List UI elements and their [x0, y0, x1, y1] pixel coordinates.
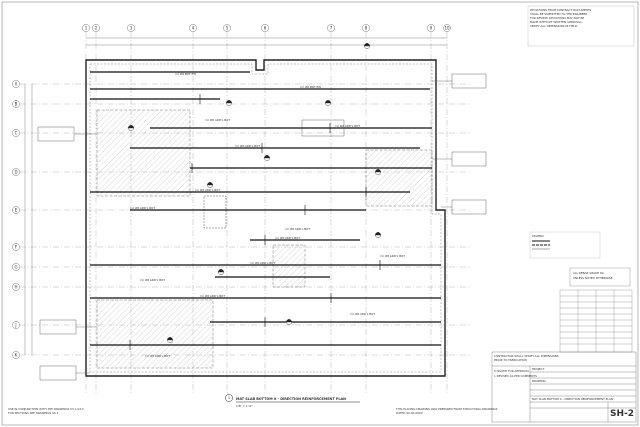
- grid-bubbles-left: [12, 80, 20, 359]
- grid-label-7: 7: [330, 26, 333, 31]
- revision-2: 1 REVISED AS PER COMMENTS: [494, 374, 537, 378]
- note-bottom-mid-2: DATED 00-00-0000: [396, 411, 423, 415]
- grid-label-f: F: [15, 245, 18, 250]
- note-bottom-left-1: USE IN CONJUNCTION WITH THE DRAWINGS S3.…: [8, 407, 84, 411]
- general-note-1: DEVIATIONS FROM CONTRACT DOCUMENTS: [530, 8, 591, 12]
- callout-05: (1) #8 ADD'L BOT: [235, 144, 260, 148]
- grid-label-4: 4: [192, 26, 195, 31]
- callout-13: (1) #8 ADD'L BOT: [380, 254, 405, 258]
- legend-block: LEGEND:: [529, 231, 601, 259]
- titleblock-note-1: CONTRACTOR SHALL VERIFY ALL DIMENSIONS: [494, 354, 559, 358]
- plan-title-bubble: [225, 394, 233, 402]
- callout-03: (1) #8 ADD'L BOT: [205, 118, 230, 122]
- grid-label-j: J: [14, 323, 16, 328]
- grid-label-9: 9: [430, 26, 433, 31]
- grid-labels-left: A B C D E F G H J K: [14, 82, 17, 358]
- pit-zone: [272, 244, 306, 288]
- titleblock-note-2: PRIOR TO FABRICATION: [494, 358, 527, 362]
- mat-slab-outline: [85, 59, 446, 377]
- plan-title: MAT SLAB BOTTOM X - DIRECTION REINFORCEM…: [236, 397, 346, 401]
- plan-scale: 1/8" = 1'-0": [236, 404, 253, 408]
- general-note-4: MADE WITHOUT WRITTEN APPROVAL.: [530, 20, 583, 24]
- reinforcement-bars: [90, 71, 441, 346]
- note-bottom-mid-1: THIS PLACING DRAWING WAS PREPARED FROM S…: [395, 407, 498, 411]
- thickened-slab-zone-2: [96, 299, 214, 369]
- note-bottom-left-2: FOR SECTIONS SEE DRAWINGS S5.1: [8, 411, 59, 415]
- grid-label-a: A: [15, 82, 18, 87]
- thickened-slab-zone-3: [365, 149, 433, 207]
- opening-1: [203, 195, 227, 229]
- callout-01: (1) #8 BOT EW: [175, 72, 196, 76]
- callout-15: (1) #8 ADD'L BOT: [145, 354, 170, 358]
- general-note-3: FOR REVIEW. DEVIATIONS MAY NOT BE: [530, 16, 584, 20]
- dimension-string-top: [86, 37, 447, 46]
- callout-11: (1) #8 ADD'L BOT: [200, 294, 225, 298]
- grid-label-k: K: [15, 353, 18, 358]
- general-notes-block: DEVIATIONS FROM CONTRACT DOCUMENTS SHALL…: [527, 5, 635, 47]
- bar-schedule-table: [559, 289, 633, 353]
- callout-04: (1) #8 ADD'L BOT: [335, 124, 360, 128]
- grid-bubbles-top: [82, 24, 451, 32]
- grid-label-d: D: [14, 170, 17, 175]
- callout-06: (1) #8 ADD'L BOT: [195, 188, 220, 192]
- title-block: [491, 351, 637, 423]
- sheet-number: SH-2: [610, 409, 634, 419]
- revision-1: 0 ISSUED FOR APPROVAL: [494, 369, 530, 373]
- callout-08: (1) #8 ADD'L BOT: [285, 227, 310, 231]
- remarks-1: ALL REBAR GRADE 60: [573, 271, 604, 275]
- general-note-5: VERIFY ALL DIMENSIONS IN FIELD.: [530, 24, 578, 28]
- grid-label-c: C: [15, 131, 18, 136]
- remarks-2: UNLESS NOTED OTHERWISE: [573, 276, 613, 280]
- titleblock-drawing: DRAWING:: [532, 379, 547, 383]
- grid-label-e: E: [15, 208, 18, 213]
- grid-labels-top: 1 2 3 4 5 6 7 8 9 10: [85, 26, 450, 31]
- grid-label-3: 3: [130, 26, 133, 31]
- titleblock-description: MAT SLAB BOTTOM X - DIRECTION REINFORCEM…: [532, 397, 613, 401]
- grid-label-h: H: [14, 285, 17, 290]
- grid-label-2: 2: [95, 26, 98, 31]
- thickened-slab-zone-1: [96, 109, 191, 197]
- grid-label-b: B: [15, 102, 18, 107]
- grid-label-6: 6: [264, 26, 267, 31]
- callout-12: (1) #8 ADD'L BOT: [140, 278, 165, 282]
- callout-14: (1) #8 ADD'L BOT: [350, 312, 375, 316]
- callout-10: (1) #8 ADD'L BOT: [250, 261, 275, 265]
- plan-title-number: 1: [228, 396, 230, 400]
- callout-07: (1) #8 ADD'L BOT: [130, 206, 155, 210]
- legend-title: LEGEND:: [532, 234, 545, 238]
- grid-label-8: 8: [365, 26, 368, 31]
- note-leaders: [74, 80, 452, 374]
- grid-lines: [20, 32, 470, 395]
- grid-label-10: 10: [444, 26, 450, 31]
- titleblock-project: PROJECT:: [532, 367, 545, 371]
- grid-label-1: 1: [85, 26, 88, 31]
- callout-09: (1) #8 ADD'L BOT: [275, 236, 300, 240]
- general-note-2: SHALL BE SUBMITTED TO THE ENGINEER: [530, 12, 587, 16]
- grid-label-g: G: [14, 265, 17, 270]
- dimension-string-left: [24, 84, 33, 355]
- remarks-block: ALL REBAR GRADE 60 UNLESS NOTED OTHERWIS…: [569, 267, 631, 287]
- callout-02: (1) #8 BOT EW: [300, 85, 321, 89]
- bar-end-ticks: [129, 94, 381, 350]
- section-markers: [128, 43, 381, 343]
- bar-callouts: (1) #8 BOT EW (1) #8 BOT EW (1) #8 ADD'L…: [130, 72, 405, 358]
- slab-edge-inner: [89, 63, 442, 373]
- grid-label-5: 5: [226, 26, 229, 31]
